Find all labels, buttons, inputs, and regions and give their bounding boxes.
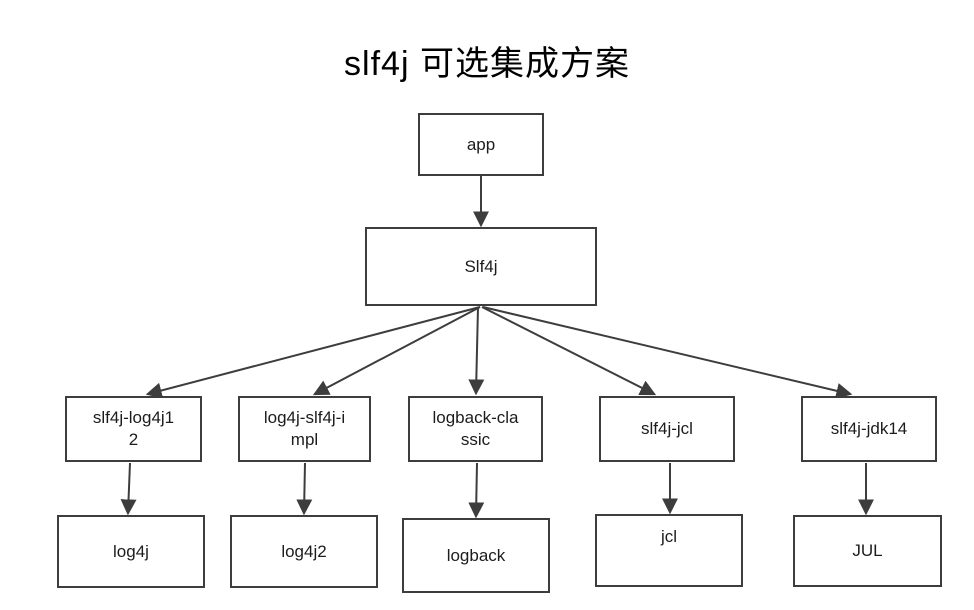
node-slf4j-jdk14-label: slf4j-jdk14 (830, 419, 908, 438)
node-logback-classic-label: logback-classic (432, 408, 519, 449)
node-slf4j-log4j12: slf4j-log4j12 (65, 396, 202, 462)
node-slf4j-jcl-label: slf4j-jcl (641, 419, 693, 438)
node-jul-label: JUL (852, 541, 883, 560)
node-slf4j-jdk14: slf4j-jdk14 (801, 396, 937, 462)
node-log4j-slf4j-impl-label: log4j-slf4j-impl (263, 408, 346, 449)
node-log4j2: log4j2 (230, 515, 378, 588)
node-log4j-label: log4j (113, 541, 149, 561)
arrow-log4j-slf4j-impl-to-log4j2 (296, 462, 313, 516)
node-logback-classic: logback-classic (408, 396, 543, 462)
arrow-logback-classic-to-logback (468, 462, 485, 519)
node-log4j-slf4j-impl: log4j-slf4j-impl (238, 396, 371, 462)
node-logback: logback (402, 518, 550, 593)
diagram-title: slf4j 可选集成方案 (344, 45, 630, 83)
arrow-slf4j-to-slf4j-jdk14 (482, 306, 853, 399)
node-app-label: app (466, 134, 496, 154)
node-jcl-label: jcl (660, 527, 678, 546)
node-log4j: log4j (57, 515, 205, 588)
arrow-slf4j-to-logback-classic (468, 306, 485, 396)
arrow-slf4j-to-log4j-slf4j-impl (312, 306, 481, 396)
node-app: app (418, 113, 544, 176)
node-log4j2-label: log4j2 (281, 541, 327, 561)
arrow-slf4j-to-slf4j-jcl (481, 306, 657, 396)
node-slf4j-label: Slf4j (464, 256, 498, 276)
node-jul: JUL (793, 515, 942, 587)
node-logback-label: logback (446, 545, 506, 565)
node-slf4j-log4j12-label: slf4j-log4j12 (92, 408, 175, 449)
node-slf4j: Slf4j (365, 227, 597, 306)
node-jcl: jcl (595, 514, 743, 587)
arrow-slf4j-log4j12-to-log4j (120, 462, 137, 516)
arrow-slf4j-to-slf4j-log4j12 (145, 306, 481, 399)
node-slf4j-jcl: slf4j-jcl (599, 396, 735, 462)
